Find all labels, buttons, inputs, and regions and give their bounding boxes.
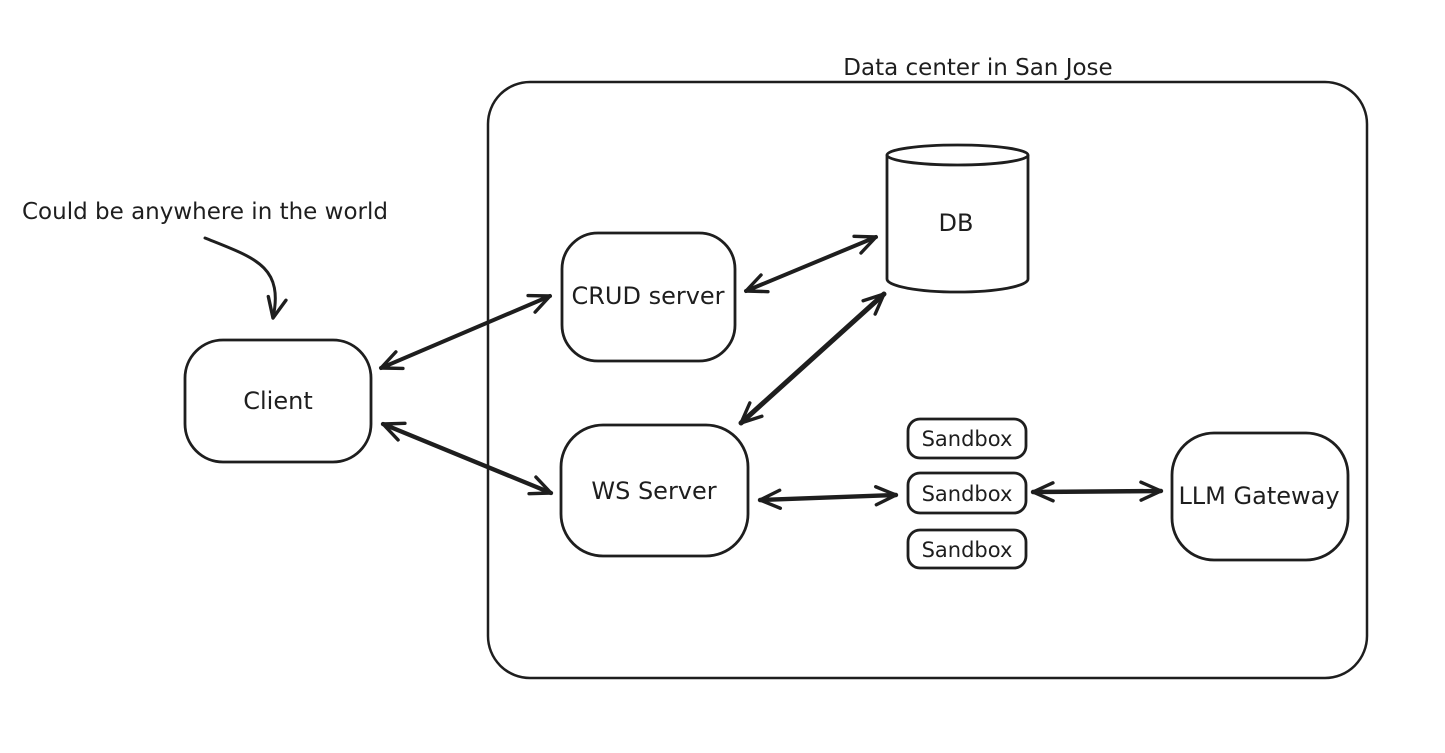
group-datacenter: Data center in San Jose	[486, 55, 1369, 680]
annotation-arrow	[203, 236, 288, 320]
node-client-label: Client	[243, 387, 312, 415]
node-sandbox-3-shape	[906, 528, 1028, 570]
node-crud-server-label: CRUD server	[571, 282, 724, 310]
node-db-body	[885, 155, 1030, 294]
node-sandbox-1-label: Sandbox	[922, 427, 1013, 451]
edge-crud-server-db	[744, 234, 878, 294]
node-llm-gateway: LLM Gateway	[1170, 431, 1350, 562]
node-db: DB	[885, 143, 1030, 294]
node-llm-gateway-label: LLM Gateway	[1178, 482, 1339, 510]
node-sandbox-3-label: Sandbox	[922, 538, 1013, 562]
node-crud-server: CRUD server	[560, 231, 737, 363]
node-client: Client	[183, 338, 373, 464]
edge-ws-server-sandbox	[757, 485, 899, 510]
node-ws-server-label: WS Server	[591, 477, 716, 505]
annotation-text: Could be anywhere in the world	[22, 199, 388, 225]
node-sandbox-3: Sandbox	[906, 528, 1028, 570]
node-sandbox-2-label: Sandbox	[922, 482, 1013, 506]
node-crud-server-shape	[560, 231, 737, 363]
node-ws-server: WS Server	[559, 423, 750, 558]
node-sandbox-2-shape	[906, 471, 1028, 515]
node-db-top	[885, 143, 1030, 167]
node-sandbox-1: Sandbox	[906, 417, 1028, 460]
edge-sandbox-llm-gateway	[1030, 480, 1164, 503]
node-sandbox-1-shape	[906, 417, 1028, 460]
datacenter-boundary	[486, 80, 1369, 680]
node-llm-gateway-shape	[1170, 431, 1350, 562]
annotation-group: Could be anywhere in the world	[22, 199, 388, 320]
node-client-shape	[183, 338, 373, 464]
edge-client-ws-server	[380, 421, 554, 496]
edge-client-crud-server	[379, 293, 552, 371]
node-ws-server-shape	[559, 423, 750, 558]
node-sandbox-2: Sandbox	[906, 471, 1028, 515]
node-db-label: DB	[939, 209, 974, 237]
datacenter-title: Data center in San Jose	[843, 55, 1112, 81]
edge-ws-server-db	[738, 291, 887, 426]
